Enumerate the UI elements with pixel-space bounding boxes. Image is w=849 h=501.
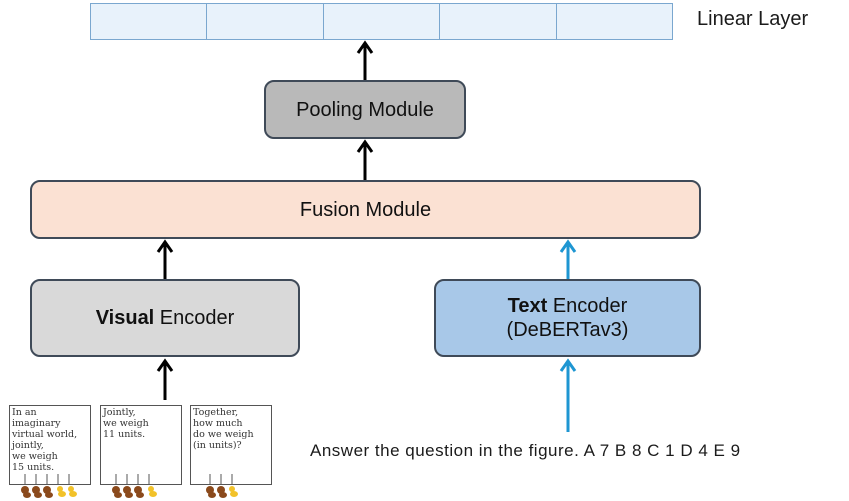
fusion-module-label: Fusion Module <box>299 198 432 221</box>
comic-panel-3-text: Together, how much do we weigh (in units… <box>193 407 254 451</box>
comic-panel-1-text: In an imaginary virtual world, jointly, … <box>12 407 78 473</box>
arrow-image-to-visual <box>156 358 174 400</box>
arrow-text-to-fusion <box>559 239 577 279</box>
pooling-module-label: Pooling Module <box>296 98 434 121</box>
pooling-module: Pooling Module <box>264 80 466 139</box>
linear-layer <box>90 3 673 40</box>
comic-panel-2-text: Jointly, we weigh 11 units. <box>103 407 149 440</box>
visual-encoder-label-rest: Encoder <box>154 307 235 329</box>
arrow-fusion-to-pooling <box>356 139 374 180</box>
comic-panel-3: Together, how much do we weigh (in units… <box>190 405 272 485</box>
animal-icon-group-3 <box>206 486 238 498</box>
linear-layer-cell <box>91 4 208 39</box>
linear-layer-cell <box>207 4 324 39</box>
fusion-module: Fusion Module <box>30 180 701 239</box>
text-encoder-label-rest: Encoder <box>547 295 628 317</box>
linear-layer-label: Linear Layer <box>697 8 809 30</box>
linear-layer-cell <box>440 4 557 39</box>
visual-encoder-label: Visual Encoder <box>96 306 235 330</box>
animal-icon-group-2 <box>112 486 157 498</box>
visual-encoder-label-bold: Visual <box>95 307 155 329</box>
text-encoder-model: (DeBERTav3) <box>506 319 629 341</box>
linear-layer-cell <box>323 4 441 39</box>
text-encoder: Text Encoder (DeBERTav3) <box>434 279 701 357</box>
comic-panel-2: Jointly, we weigh 11 units. <box>100 405 182 485</box>
comic-panel-1: In an imaginary virtual world, jointly, … <box>9 405 91 485</box>
text-encoder-label-bold: Text <box>507 295 548 317</box>
animal-icon-group-1 <box>21 486 77 498</box>
arrow-pooling-to-linear <box>356 40 374 80</box>
question-text: Answer the question in the figure. A 7 B… <box>310 441 741 460</box>
arrow-question-to-text <box>559 358 577 432</box>
arrow-visual-to-fusion <box>156 239 174 279</box>
visual-encoder: Visual Encoder <box>30 279 300 357</box>
text-encoder-label: Text Encoder <box>508 294 628 318</box>
linear-layer-cell <box>556 4 673 39</box>
